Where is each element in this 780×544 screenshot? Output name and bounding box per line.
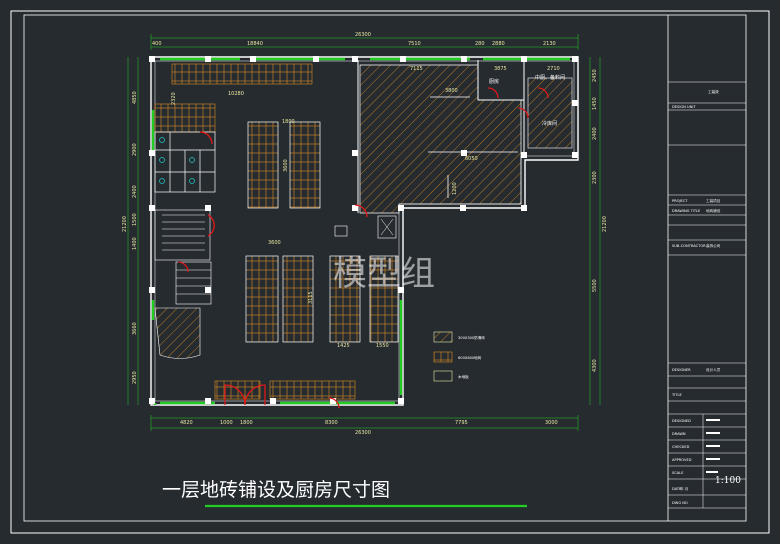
dim-inner-11: 2320 bbox=[171, 92, 177, 105]
tb-date-label: DATE bbox=[672, 487, 682, 491]
dim-inner-8: 3115 bbox=[308, 291, 314, 304]
legend-swatch-hatch bbox=[433, 331, 453, 343]
legend-swatch-grid bbox=[433, 351, 453, 363]
tb-drawing-title: DRAWING TITLE bbox=[672, 209, 701, 213]
dim-bottom-0: 4820 bbox=[180, 420, 193, 426]
legend-label-0: 300X300防滑砖 bbox=[458, 335, 485, 340]
dim-top-2: 7510 bbox=[408, 41, 421, 47]
tb-drawing-no: DWG NO bbox=[672, 501, 688, 505]
dim-right-5: 4300 bbox=[592, 359, 598, 372]
dim-left-3: 1500 bbox=[132, 213, 138, 226]
kitchen-floor bbox=[359, 64, 522, 214]
tb-checked: CHECKED bbox=[672, 445, 690, 449]
drawing-title: 一层地砖铺设及厨房尺寸图 bbox=[162, 479, 390, 501]
dim-bottom-overall: 26300 bbox=[355, 430, 371, 436]
dim-inner-0: 10280 bbox=[228, 91, 244, 97]
tb-title-label: TITLE bbox=[671, 393, 682, 397]
tb-approved: APPROVED bbox=[672, 458, 692, 462]
dim-right-2: 2400 bbox=[592, 127, 598, 140]
legend-label-1: 600X600地砖 bbox=[458, 355, 482, 360]
room-storage: 冷库间 bbox=[542, 120, 557, 127]
columns bbox=[149, 56, 578, 404]
dim-left-2: 2400 bbox=[132, 185, 138, 198]
dim-inner-6: 1425 bbox=[337, 343, 350, 349]
prep-room-floor bbox=[527, 77, 573, 149]
dim-left-overall: 21200 bbox=[122, 216, 128, 232]
dim-top-3: 280 bbox=[475, 41, 485, 47]
doors bbox=[177, 87, 549, 409]
dim-right-3: 2300 bbox=[592, 171, 598, 184]
inner-frame bbox=[23, 14, 747, 522]
dim-inner-7: 1550 bbox=[376, 343, 389, 349]
outer-frame bbox=[10, 10, 770, 534]
dim-right-1: 1450 bbox=[592, 97, 598, 110]
dim-right-4: 5500 bbox=[592, 279, 598, 292]
dim-inner-9: 3600 bbox=[283, 159, 289, 172]
dim-bottom-5: 3000 bbox=[545, 420, 558, 426]
legend-swatch-plain bbox=[433, 370, 453, 382]
dim-top-0: 400 bbox=[152, 41, 162, 47]
watermark: 模型组 bbox=[333, 254, 435, 294]
dim-top-5: 2130 bbox=[543, 41, 556, 47]
dim-bottom-1: 1000 bbox=[220, 420, 233, 426]
dim-inner-5: 3600 bbox=[268, 240, 281, 246]
tb-designed: DESIGNED bbox=[672, 419, 691, 423]
dim-top-1: 18840 bbox=[247, 41, 263, 47]
dim-inner-2: 7115 bbox=[410, 66, 423, 72]
dim-left-6: 2950 bbox=[132, 371, 138, 384]
dim-top-4: 2880 bbox=[492, 41, 505, 47]
tb-designer-val: 设计人员 bbox=[706, 367, 721, 372]
floor-plan: 厨房 中厨、备料间 冷库间 bbox=[149, 56, 579, 409]
dimension-labels: 26300 400 18840 7510 280 2880 2130 26300… bbox=[122, 32, 608, 436]
dim-top-overall: 26300 bbox=[355, 32, 371, 38]
tb-sub-contractor: SUB-CONTRACTOR bbox=[672, 244, 706, 248]
legend: 300X300防滑砖 600X600地砖 木地板 bbox=[433, 331, 485, 382]
tb-company: 工装效 bbox=[708, 89, 719, 94]
room-kitchen: 厨房 bbox=[489, 78, 499, 85]
dim-inner-3: 3800 bbox=[445, 88, 458, 94]
room-prep: 中厨、备料间 bbox=[535, 74, 565, 81]
dim-left-1: 2900 bbox=[132, 143, 138, 156]
legend-label-2: 木地板 bbox=[458, 374, 469, 379]
tb-project: PROJECT bbox=[672, 199, 688, 203]
dim-left-5: 3660 bbox=[132, 322, 138, 335]
dim-right-0: 2450 bbox=[592, 69, 598, 82]
dim-left-4: 1400 bbox=[132, 237, 138, 250]
dim-inner-10: 1200 bbox=[452, 182, 458, 195]
dim-inner-12: 2710 bbox=[547, 66, 560, 72]
tb-project-val: 工装项目 bbox=[706, 198, 720, 203]
tb-sub-val: 装饰公司 bbox=[706, 243, 721, 248]
dim-inner-1: 1800 bbox=[282, 119, 295, 125]
tb-date-val: 年 月 bbox=[680, 486, 688, 491]
tb-scale-value: 1:100 bbox=[715, 476, 741, 486]
stairs bbox=[154, 209, 212, 305]
dim-inner-13: 3875 bbox=[494, 66, 507, 72]
dim-right-overall: 21200 bbox=[602, 216, 608, 232]
dim-bottom-3: 8300 bbox=[325, 420, 338, 426]
dim-inner-4: 6050 bbox=[465, 156, 478, 162]
restrooms bbox=[154, 131, 216, 193]
tb-designer: DESIGNER bbox=[672, 368, 691, 372]
dim-bottom-4: 7795 bbox=[455, 420, 468, 426]
dimension-lines bbox=[127, 34, 601, 431]
tb-design-unit: DESIGN UNIT bbox=[672, 105, 696, 109]
title-block: 工装效 DESIGN UNIT PROJECT 工装项目 DRAWING TIT… bbox=[667, 15, 746, 521]
tb-scale-label: SCALE bbox=[672, 471, 684, 475]
tb-drawing-val: 地砖铺设 bbox=[706, 208, 721, 213]
tb-drawn: DRAWN bbox=[672, 432, 686, 436]
dim-bottom-2: 1800 bbox=[240, 420, 253, 426]
dim-left-0: 4850 bbox=[132, 91, 138, 104]
